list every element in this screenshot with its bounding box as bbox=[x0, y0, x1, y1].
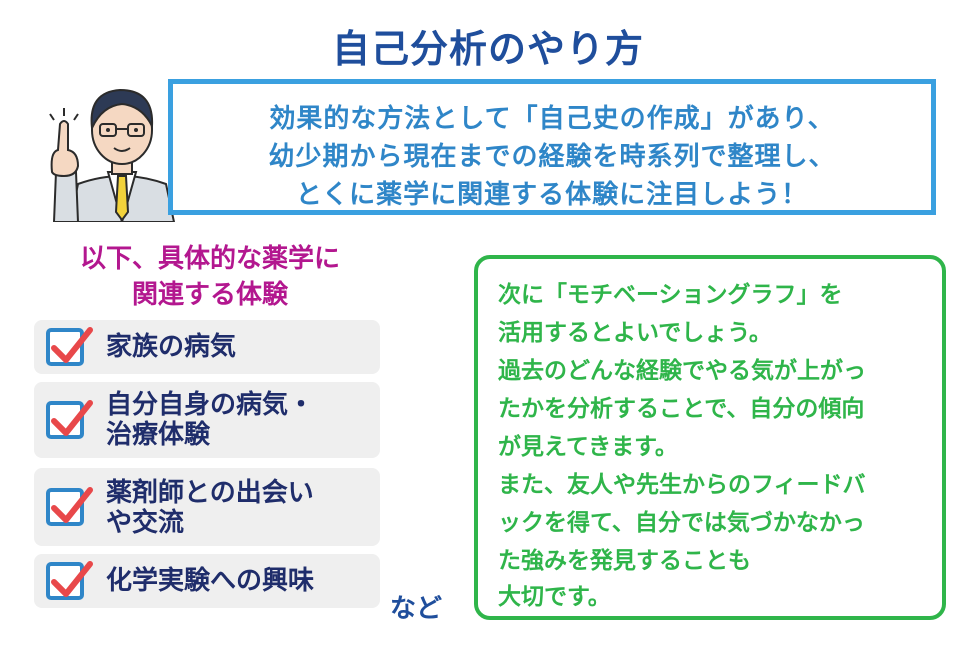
list-item-text: 治療体験 bbox=[106, 420, 211, 450]
advice-line: たかを分析することで、自分の傾向 bbox=[498, 396, 865, 422]
advice-line: 過去のどんな経験でやる気が上がっ bbox=[498, 358, 866, 384]
list-item: 薬剤師との出会い や交流 bbox=[34, 468, 380, 546]
speech-line: 幼少期から現在までの経験を時系列で整理し、 bbox=[268, 142, 836, 172]
list-item-text: 自分自身の病気・ bbox=[106, 390, 315, 420]
etc-label: など bbox=[390, 594, 443, 624]
advice-line: 大切です。 bbox=[498, 584, 611, 610]
list-item-text: 薬剤師との出会い bbox=[106, 478, 314, 508]
advice-line: が見えてきます。 bbox=[498, 434, 678, 460]
list-item-text: 化学実験への興味 bbox=[106, 566, 315, 596]
page-title: 自己分析のやり方 bbox=[331, 27, 644, 71]
checkbox-check-icon bbox=[46, 400, 93, 439]
speech-box: 効果的な方法として「自己史の作成」があり、 幼少期から現在までの経験を時系列で整… bbox=[168, 79, 936, 215]
list-item: 化学実験への興味 bbox=[34, 554, 380, 608]
experiences-heading: 以下、具体的な薬学に bbox=[79, 244, 340, 274]
speech-line: 効果的な方法として「自己史の作成」があり、 bbox=[269, 104, 835, 134]
list-item-text: や交流 bbox=[106, 508, 185, 538]
list-item: 家族の病気 bbox=[34, 320, 380, 374]
advice-line: た強みを発見することも bbox=[498, 548, 751, 574]
experiences-heading: 関連する体験 bbox=[131, 280, 288, 310]
teacher-illustration bbox=[49, 88, 176, 222]
list-item-text: 家族の病気 bbox=[106, 332, 237, 362]
advice-line: ックを得て、自分では気づかなかっ bbox=[498, 510, 865, 536]
advice-line: 次に「モチベーショングラフ」を bbox=[498, 282, 843, 308]
advice-line: また、友人や先生からのフィードバ bbox=[498, 472, 866, 498]
checkbox-check-icon bbox=[46, 327, 93, 366]
checkbox-check-icon bbox=[46, 561, 93, 600]
advice-box: 次に「モチベーショングラフ」を 活用するとよいでしょう。 過去のどんな経験でやる… bbox=[474, 255, 946, 620]
advice-line: 活用するとよいでしょう。 bbox=[498, 320, 772, 346]
list-item: 自分自身の病気・ 治療体験 bbox=[34, 382, 380, 458]
checkbox-check-icon bbox=[46, 487, 93, 526]
speech-line: とくに薬学に関連する体験に注目しよう！ bbox=[295, 180, 809, 210]
